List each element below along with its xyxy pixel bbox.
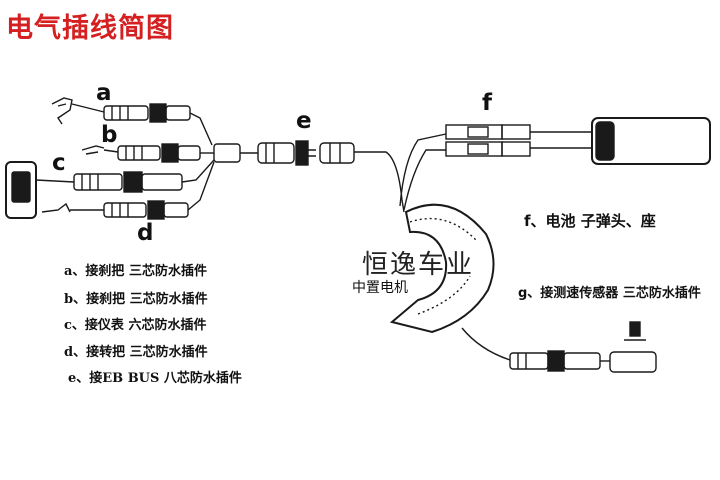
label-b: b xyxy=(101,122,118,148)
cable-g xyxy=(461,327,511,361)
page-title: 电气插线简图 xyxy=(6,13,174,44)
display-meter-icon xyxy=(5,161,37,219)
label-f: f xyxy=(482,90,493,116)
speed-sensor-icon xyxy=(609,321,657,373)
connector-d xyxy=(103,200,189,220)
legend-item-d: d、接转把 三芯防水插件 xyxy=(64,345,208,360)
legend-item-a: a、接刹把 三芯防水插件 xyxy=(64,264,207,279)
label-e: e xyxy=(296,108,312,134)
cable-b xyxy=(103,149,119,153)
connector-f xyxy=(445,124,592,157)
junction-block xyxy=(213,143,241,163)
legend-item-f: f、电池 子弹头、座 xyxy=(524,212,656,230)
connector-c xyxy=(73,171,183,193)
label-c: c xyxy=(52,150,66,176)
motor-label: 中置电机 xyxy=(352,280,408,296)
legend-item-b: b、接刹把 三芯防水插件 xyxy=(64,292,208,307)
label-a: a xyxy=(96,80,112,106)
throttle-icon xyxy=(41,202,71,213)
label-d: d xyxy=(137,220,154,246)
brake-lever-b-icon xyxy=(81,145,105,155)
brake-lever-a-icon xyxy=(51,97,73,125)
connector-b xyxy=(117,143,201,163)
cable-a-out xyxy=(189,112,213,146)
motor-icon xyxy=(389,203,495,334)
connector-g xyxy=(509,350,610,372)
watermark: 恒逸车业 xyxy=(362,250,475,280)
legend-item-c: c、接仪表 六芯防水插件 xyxy=(64,318,207,333)
connector-a xyxy=(103,103,191,123)
connector-e xyxy=(257,140,355,166)
battery-icon xyxy=(591,117,711,165)
cable-a xyxy=(71,103,105,113)
legend-item-g: g、接测速传感器 三芯防水插件 xyxy=(518,286,701,301)
cable-e-motor xyxy=(354,151,405,213)
legend-item-e: e、接EB BUS 八芯防水插件 xyxy=(68,371,242,386)
